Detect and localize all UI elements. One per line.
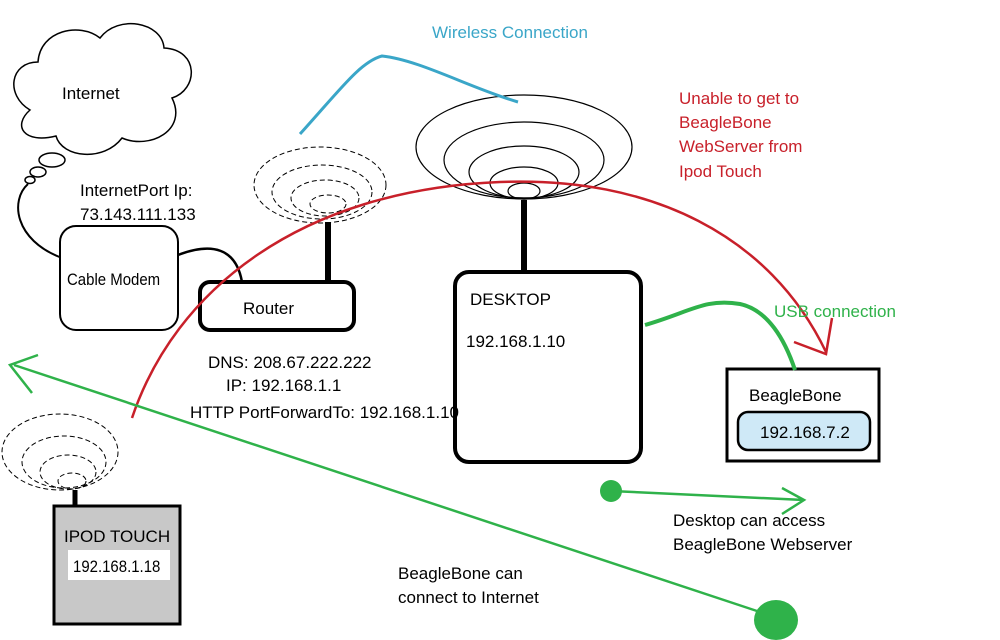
ipod-signal-rings [1, 413, 119, 491]
router-box [198, 280, 356, 332]
wireless-connection-line [298, 54, 519, 136]
cloud-tail-bubble [24, 175, 36, 185]
unable-label-line2: BeagleBone [679, 113, 772, 132]
desktop-access-label-line1: Desktop can access [673, 511, 826, 530]
router-signal-rings [253, 146, 387, 224]
modem-router-cable [177, 247, 244, 283]
ipod-to-beaglebone-arc [130, 180, 828, 419]
wireless-connection-label: Wireless Connection [432, 23, 588, 42]
green-arrowhead-right [781, 486, 807, 516]
red-arrowhead [793, 317, 834, 356]
bb-internet-label-line1: BeagleBone can [398, 564, 523, 583]
beaglebone-ip-label: 192.168.7.2 [760, 423, 850, 442]
ipod-touch-label: IPOD TOUCH [64, 527, 171, 546]
cable-modem-box [59, 225, 179, 331]
ipod-ip-label: 192.168.1.18 [73, 557, 161, 576]
usb-connection-line [644, 300, 797, 371]
cloud-tail-bubble [29, 166, 47, 178]
bb-internet-label-line2: connect to Internet [398, 588, 539, 607]
desktop-ip-label: 192.168.1.10 [466, 332, 566, 351]
router-label: Router [243, 299, 295, 318]
cable-modem-label: Cable Modem [67, 270, 161, 289]
unable-label-line3: WebServer from [679, 137, 803, 156]
internet-port-ip-label: InternetPort Ip: [80, 181, 193, 200]
internet-port-ip-value: 73.143.111.133 [80, 205, 196, 224]
cloud-tail-bubble [38, 152, 66, 168]
internet-label: Internet [62, 84, 120, 103]
internet-cloud-shape [13, 23, 193, 155]
dns-label: DNS: 208.67.222.222 [208, 353, 372, 372]
cloud-to-modem-line [17, 183, 63, 259]
green-arrowhead-left [7, 353, 39, 394]
usb-connection-label: USB connection [774, 302, 896, 321]
unable-label-line4: Ipod Touch [679, 162, 762, 181]
ipod-ip-field [68, 550, 170, 580]
desktop-access-label-line2: BeagleBone Webserver [673, 535, 853, 554]
desktop-beaglebone-access-line [610, 489, 805, 502]
desktop-label: DESKTOP [470, 290, 551, 309]
port-forward-label: HTTP PortForwardTo: 192.168.1.10 [190, 403, 459, 422]
beaglebone-label: BeagleBone [749, 386, 842, 405]
beaglebone-ip-box [736, 410, 872, 452]
beaglebone-internet-line [13, 363, 761, 614]
green-dot-large [754, 600, 798, 640]
unable-label-line1: Unable to get to [679, 89, 800, 108]
router-ip-label: IP: 192.168.1.1 [226, 376, 342, 395]
desktop-box [453, 270, 643, 464]
desktop-signal-rings [415, 94, 633, 200]
